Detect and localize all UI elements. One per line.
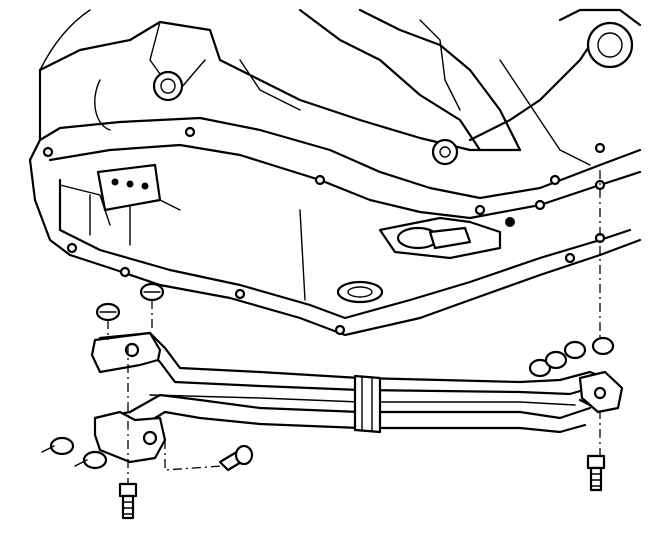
transmission-housing <box>28 8 642 337</box>
bolt-icon <box>218 444 254 472</box>
clip-icon <box>41 436 75 456</box>
clip-icon <box>591 336 615 356</box>
bolt-icon <box>586 454 606 492</box>
clip-icon <box>544 350 568 370</box>
mounting-bolts <box>118 444 606 520</box>
clip-icon <box>528 358 552 378</box>
flange-bolt-holes <box>42 126 606 336</box>
oil-cooler-pipe-assembly <box>90 331 624 464</box>
bolt-icon <box>118 482 138 520</box>
clip-icon <box>139 282 165 302</box>
clip-icon <box>74 450 108 470</box>
retaining-clips <box>41 282 615 470</box>
alignment-center-lines <box>107 170 601 484</box>
clip-icon <box>563 340 587 360</box>
clip-icon <box>95 302 121 322</box>
